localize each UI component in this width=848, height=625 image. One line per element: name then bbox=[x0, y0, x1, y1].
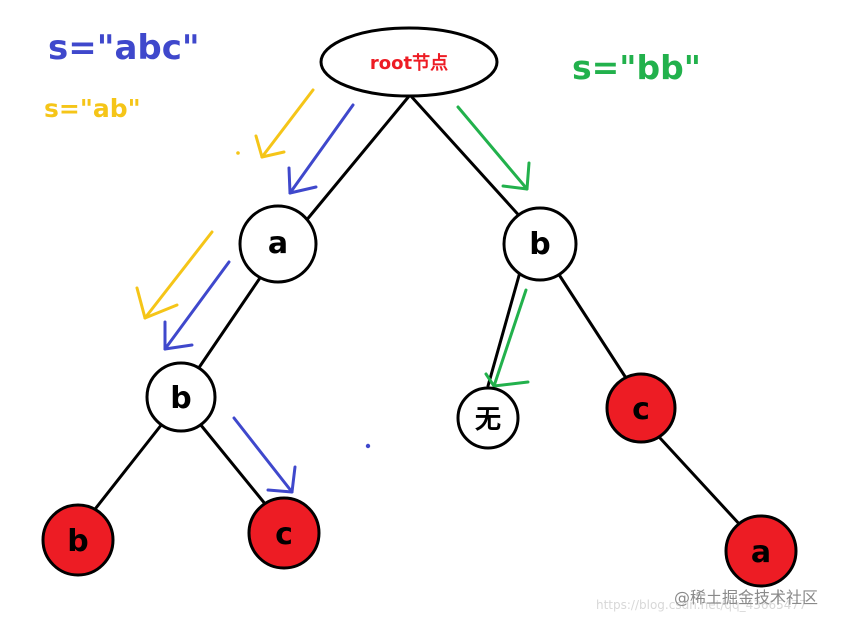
blue-arrow-1-head bbox=[287, 166, 318, 195]
edge-bright-none bbox=[486, 270, 522, 388]
node-a: a bbox=[238, 204, 318, 284]
edge-root-b bbox=[408, 93, 526, 223]
node-c-red-left-label: c bbox=[275, 517, 293, 552]
edge-a-b bbox=[194, 273, 264, 374]
blue-arrow-2-head bbox=[163, 320, 194, 351]
node-none-label: 无 bbox=[475, 405, 501, 435]
yellow-dot bbox=[236, 151, 240, 155]
root-node: root节点 bbox=[319, 26, 499, 98]
blue-arrow-3-shaft bbox=[232, 416, 294, 494]
yellow-arrow-1-shaft bbox=[260, 88, 315, 159]
blue-path-arrows bbox=[163, 103, 371, 494]
node-a-red: a bbox=[724, 514, 798, 588]
node-c-red-right-label: c bbox=[632, 392, 650, 427]
csdn-watermark: https://blog.csdn.net/qq_43665477 bbox=[596, 598, 807, 612]
yellow-arrow-2-head bbox=[135, 286, 179, 320]
juejin-watermark: @稀土掘金技术社区 bbox=[674, 588, 819, 607]
green-arrow-2-shaft bbox=[492, 288, 528, 388]
node-a-red-label: a bbox=[751, 535, 771, 570]
edge-b-c bbox=[198, 422, 268, 507]
node-none: 无 bbox=[456, 386, 520, 450]
node-b-right-label: b bbox=[529, 227, 550, 262]
node-a-label: a bbox=[268, 226, 288, 261]
node-b-right: b bbox=[502, 206, 578, 282]
query-label-abc: s="abc" bbox=[48, 28, 200, 68]
node-b-red-label: b bbox=[67, 524, 88, 559]
node-c-red-right: c bbox=[605, 372, 677, 444]
edge-bright-c bbox=[554, 268, 628, 380]
blue-arrow-2-shaft bbox=[163, 260, 231, 351]
green-arrow-2-head bbox=[484, 372, 530, 388]
tree-edges bbox=[90, 93, 744, 529]
root-node-label: root节点 bbox=[370, 52, 448, 74]
node-b-left-label: b bbox=[170, 381, 191, 416]
yellow-arrow-1-head bbox=[254, 134, 286, 159]
node-c-red-left: c bbox=[247, 496, 321, 570]
query-label-ab: s="ab" bbox=[44, 94, 141, 123]
node-b-left: b bbox=[145, 361, 217, 433]
edge-b-b bbox=[90, 422, 164, 515]
yellow-path-arrows bbox=[135, 88, 315, 320]
blue-dot bbox=[365, 443, 371, 449]
query-label-bb: s="bb" bbox=[572, 48, 701, 87]
green-arrow-1-head bbox=[501, 161, 531, 191]
blue-arrow-3-head bbox=[266, 465, 297, 494]
edge-root-a bbox=[303, 93, 412, 224]
yellow-arrow-2-shaft bbox=[143, 230, 214, 320]
green-arrow-1-shaft bbox=[456, 105, 529, 191]
blue-arrow-1-shaft bbox=[288, 103, 355, 195]
green-path-arrows bbox=[456, 105, 531, 388]
edge-c-a bbox=[658, 436, 744, 529]
node-b-red: b bbox=[41, 503, 115, 577]
